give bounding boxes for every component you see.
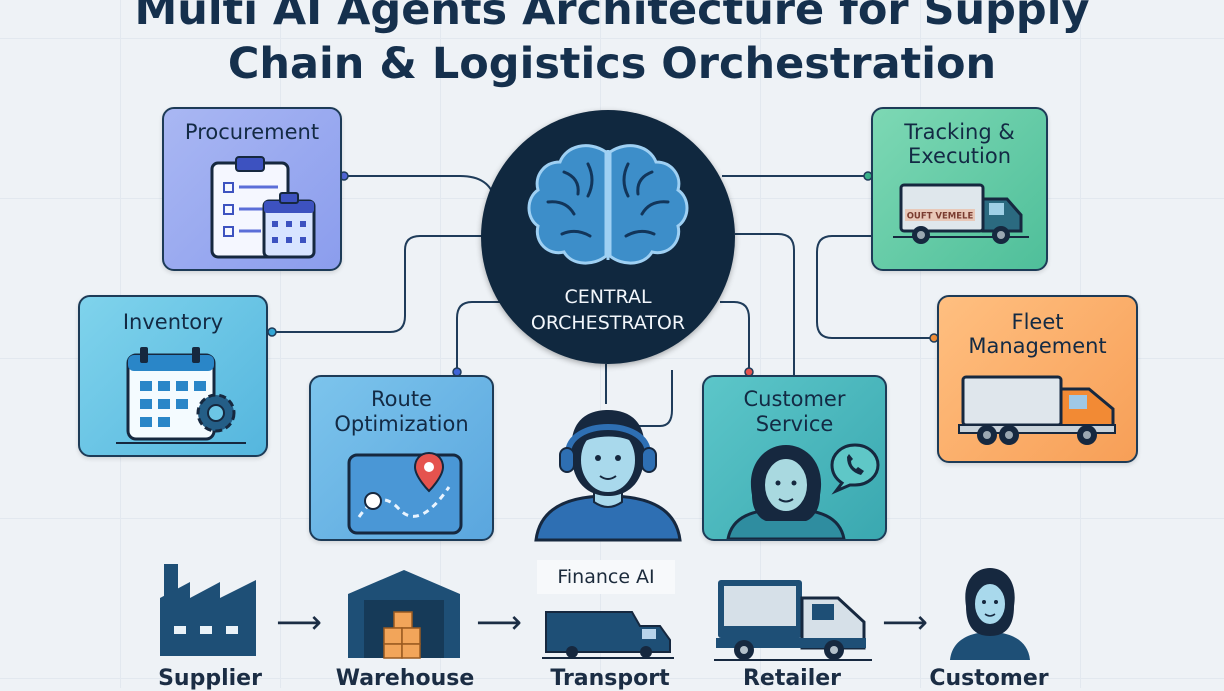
person-icon (950, 568, 1030, 660)
procurement-agent-card[interactable]: Procurement (162, 107, 342, 271)
flow-arrow-1: ⟶ (276, 603, 322, 641)
tracking-execution-agent-card[interactable]: Tracking & Execution OUFT VEMELE (871, 107, 1048, 271)
page-title-line-1: Multi AI Agents Architecture for Supply (134, 0, 1090, 35)
truck-icon: OUFT VEMELE (893, 183, 1029, 244)
headset-agent-icon (534, 410, 682, 542)
flow-label-warehouse: Warehouse (335, 666, 475, 691)
flow-label-transport: Transport (550, 666, 670, 691)
link-cs-right (735, 233, 795, 375)
inventory-agent-card[interactable]: Inventory (78, 295, 268, 457)
link-inventory (272, 235, 486, 333)
flow-label-retailer: Retailer (742, 666, 842, 691)
customer-service-label-line-2: Service (755, 412, 834, 436)
route-label-line-2: Optimization (334, 412, 469, 436)
route-label-line-1: Route (371, 387, 432, 411)
factory-icon (160, 564, 256, 656)
map-pin-icon (347, 451, 463, 535)
route-optimization-agent-card[interactable]: Route Optimization (309, 375, 494, 541)
tracking-label-line-2: Execution (907, 144, 1012, 168)
chat-phone-person-icon (726, 443, 880, 539)
page-title-line-2: Chain & Logistics Orchestration (227, 39, 997, 89)
tracking-label-line-1: Tracking & (904, 120, 1015, 144)
fleet-label-line-1: Fleet (1011, 310, 1064, 334)
flow-arrow-2: ⟶ (476, 603, 522, 641)
customer-service-agent-card[interactable]: Customer Service (702, 375, 887, 541)
link-customer-service (720, 301, 750, 372)
delivery-truck-icon (714, 580, 872, 661)
procurement-label: Procurement (184, 120, 320, 144)
central-orchestrator[interactable]: CENTRAL ORCHESTRATOR (481, 110, 735, 364)
fleet-management-agent-card[interactable]: Fleet Management (937, 295, 1138, 463)
link-route (456, 301, 500, 372)
warehouse-icon (348, 570, 460, 659)
fleet-label-line-2: Management (968, 334, 1107, 358)
link-procurement (344, 175, 496, 201)
link-fleet (816, 235, 934, 339)
finance-ai-label: Finance AI (537, 560, 675, 594)
truck-icon (958, 375, 1116, 445)
link-finance-loop (630, 370, 673, 427)
inventory-label: Inventory (122, 310, 224, 334)
clipboard-calendar-icon (210, 156, 316, 259)
customer-service-label-line-1: Customer (743, 387, 846, 411)
tracking-truck-text: OUFT VEMELE (907, 212, 974, 222)
van-icon (542, 611, 674, 659)
brain-icon (527, 144, 689, 265)
calendar-gear-icon (116, 347, 246, 444)
flow-arrow-3: ⟶ (882, 603, 928, 641)
central-label-line-2: ORCHESTRATOR (530, 312, 686, 334)
flow-label-customer: Customer (929, 666, 1049, 691)
central-label-line-1: CENTRAL (564, 286, 652, 308)
flow-label-supplier: Supplier (158, 666, 262, 691)
